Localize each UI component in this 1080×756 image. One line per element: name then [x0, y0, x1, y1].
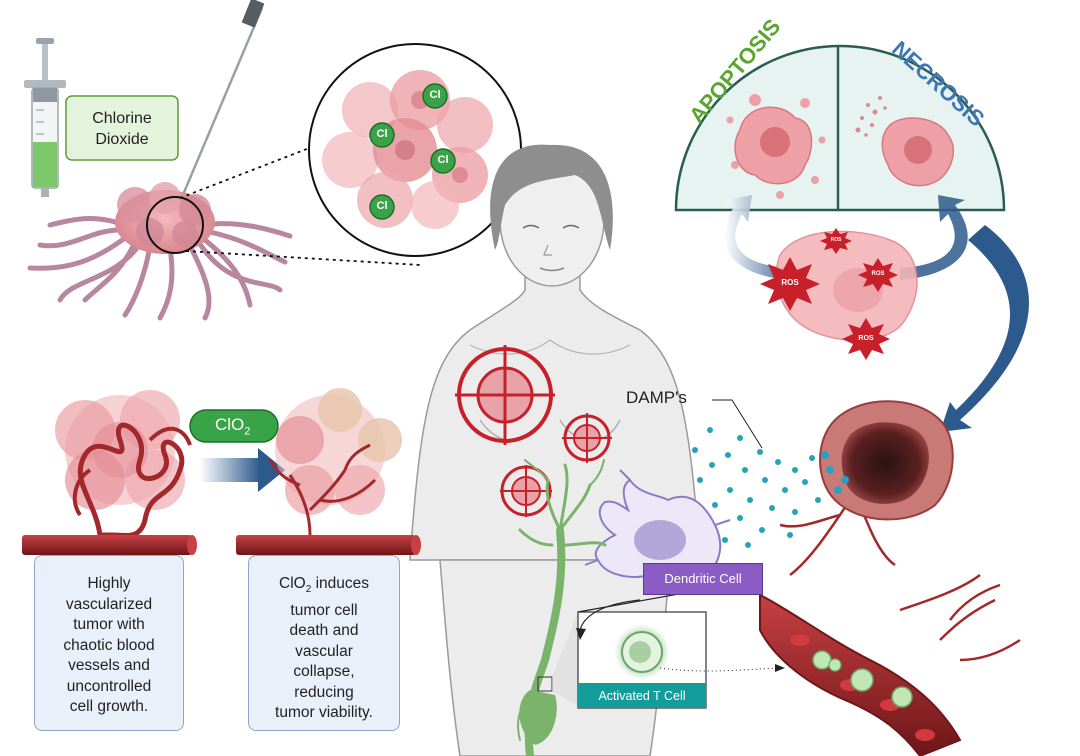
ros-burst-large	[760, 257, 820, 311]
target-right	[562, 413, 612, 463]
note-left-line: vascularized	[65, 595, 153, 613]
vessel-end-left	[187, 535, 197, 555]
note-left-line: vessels and	[68, 657, 150, 674]
target-large	[455, 345, 555, 445]
note-right-line: tumor viability.	[275, 704, 373, 722]
note-right-first-line: ClO2 induces	[279, 575, 369, 596]
vascularized-tumor-after	[268, 388, 402, 536]
note-right-line: death and	[289, 622, 359, 640]
ros-label-bottom: ROS	[858, 335, 874, 342]
arrow-to-necrosis	[900, 195, 968, 280]
note-right-line: reducing	[294, 683, 354, 701]
note-right-line: tumor cell	[290, 601, 358, 619]
activated-t-cell-icon	[612, 622, 672, 682]
cell-death-dome	[674, 44, 1006, 212]
dendritic-cell-icon	[584, 469, 731, 586]
chlorine-dioxide-label-box	[65, 95, 179, 161]
tcell-to-vessel-arrow	[659, 667, 776, 672]
dendritic-to-tcell-arrow	[577, 591, 691, 613]
arrow-to-apoptosis	[724, 195, 790, 280]
damps-pointer-line	[712, 399, 763, 449]
needle-icon	[172, 7, 264, 217]
primary-tumor	[115, 182, 215, 254]
transition-arrow	[200, 448, 285, 492]
cl-label-1: Cl	[429, 89, 441, 101]
damps-label: DAMP's	[626, 388, 687, 407]
clo2-pill-label: ClO2	[215, 415, 251, 438]
cl-label-2: Cl	[376, 128, 388, 140]
vessel-bar-right	[236, 535, 416, 555]
zoomed-tumor-cells	[308, 43, 522, 257]
zoom-line-bottom	[185, 250, 421, 266]
arrow-to-necrotic-tumor	[940, 225, 1030, 432]
activated-t-cell-label: Activated T Cell	[598, 689, 686, 703]
apoptotic-cell	[726, 94, 826, 199]
tumor-vessels	[27, 216, 293, 321]
dendritic-cell-label: Dendritic Cell	[643, 563, 763, 595]
chlorine-label-line1: Chlorine	[92, 110, 152, 127]
damp-particles	[687, 427, 849, 548]
note-left-line: uncontrolled	[66, 677, 152, 695]
note-right-line: collapse,	[293, 663, 355, 681]
ros-label-large: ROS	[781, 278, 799, 287]
note-box-right: ClO2 induces tumor cell death and vascul…	[248, 555, 400, 731]
ros-label-right: ROS	[871, 271, 885, 277]
clo2-pill	[189, 409, 279, 443]
vascularized-tumor-before	[55, 390, 192, 539]
cl-label-3: Cl	[437, 154, 449, 166]
note-left-line: Highly	[87, 575, 131, 592]
blood-vessel	[759, 593, 962, 756]
ros-label-top: ROS	[830, 237, 842, 243]
cl-molecules	[369, 83, 456, 220]
necrotic-tumor	[819, 400, 954, 521]
ros-burst-right	[858, 258, 898, 292]
vessel-bar-left	[22, 535, 192, 555]
zoom-line-top	[179, 139, 331, 199]
cl-label-4: Cl	[376, 200, 388, 212]
neuron-soma	[519, 690, 557, 745]
note-left-line: cell growth.	[69, 698, 149, 715]
zoom-circle-small	[146, 196, 204, 254]
note-left-line: chaotic blood	[63, 636, 155, 654]
vessel-end-right	[411, 535, 421, 555]
chlorine-dioxide-label: Chlorine Dioxide	[66, 108, 178, 150]
ros-burst-bottom	[842, 318, 890, 360]
chlorine-label-line2: Dioxide	[95, 131, 149, 148]
note-left-line: tumor with	[73, 616, 145, 633]
tcell-zoom-wedge	[552, 612, 578, 706]
necrotic-cell	[855, 96, 954, 187]
note-right-line: vascular	[295, 642, 353, 660]
ros-burst-top	[820, 228, 852, 254]
syringe-icon	[24, 38, 66, 197]
note-box-left: Highly vascularized tumor with chaotic b…	[34, 555, 184, 731]
activated-t-cell-bar	[578, 683, 706, 708]
target-lower	[500, 465, 552, 517]
